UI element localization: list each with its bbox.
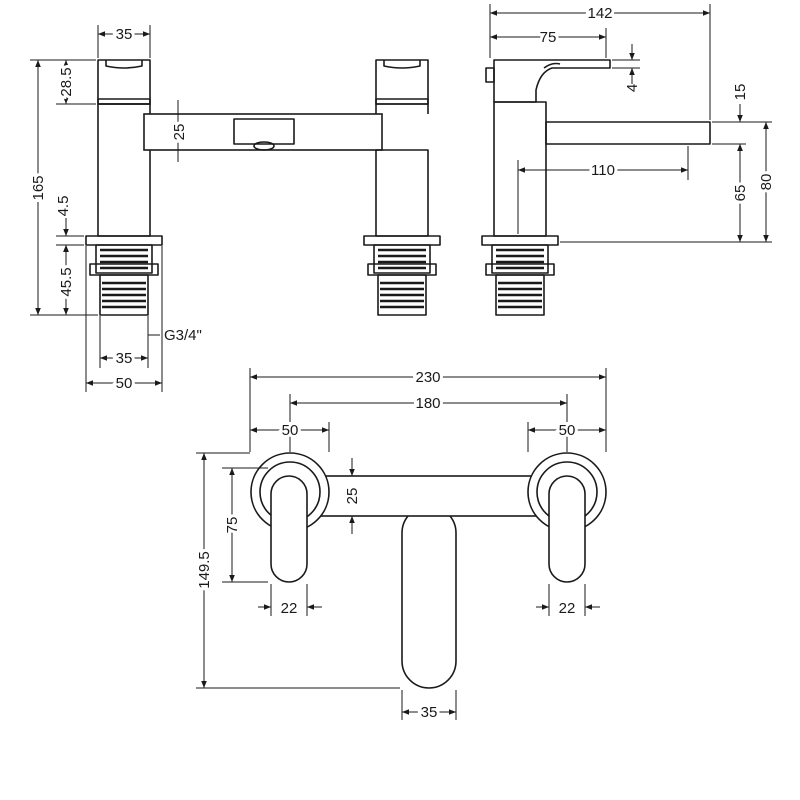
dim-plan-left-lever: 22 <box>281 600 298 617</box>
dim-front-base-width: 50 <box>116 375 133 392</box>
dim-front-total-height: 165 <box>30 175 47 200</box>
front-elevation: 35 28.5 165 25 4.5 45.5 <box>27 23 441 395</box>
plan-left-lever <box>270 475 308 583</box>
dim-front-collar: 4.5 <box>55 196 72 217</box>
dim-side-lever-depth: 75 <box>540 29 557 46</box>
side-lever-knob <box>485 67 495 83</box>
dim-plan-total-depth: 149.5 <box>196 551 213 589</box>
dim-front-body-height: 25 <box>171 124 188 141</box>
right-handle-cap <box>383 60 421 69</box>
dim-front-handle-height: 28.5 <box>58 67 75 96</box>
dim-side-lever-gap: 4 <box>624 84 641 92</box>
dim-plan-lever-reach: 75 <box>224 517 241 534</box>
plan-view: 230 180 50 50 25 75 <box>193 366 607 724</box>
plan-spout <box>401 505 457 689</box>
dim-plan-right-lever: 22 <box>559 600 576 617</box>
dim-plan-bar-depth: 25 <box>344 488 361 505</box>
dim-side-spout-thickness: 15 <box>732 84 749 101</box>
side-spout <box>545 121 711 145</box>
dim-front-shank-length: 45.5 <box>58 267 75 296</box>
right-valve-body <box>375 149 429 237</box>
spout-outlet <box>233 118 295 145</box>
spout-aerator <box>253 141 275 151</box>
side-elevation: 142 75 4 15 110 65 <box>481 2 778 316</box>
side-shank <box>485 244 555 316</box>
side-lever <box>493 59 611 103</box>
left-shank <box>85 235 163 316</box>
plan-right-lever <box>548 475 586 583</box>
right-handle-band <box>375 98 429 105</box>
front-dimensions: 35 28.5 165 25 4.5 45.5 <box>27 23 202 395</box>
plan-crossbar <box>289 475 567 517</box>
dim-front-thread: G3/4" <box>164 327 202 344</box>
dim-side-spout-clearance: 65 <box>732 185 749 202</box>
side-body <box>493 101 547 237</box>
side-dimensions: 142 75 4 15 110 65 <box>489 2 778 243</box>
dim-plan-right-rose: 50 <box>559 422 576 439</box>
dim-plan-left-rose: 50 <box>282 422 299 439</box>
dim-plan-spout-width: 35 <box>421 704 438 721</box>
dim-front-spout-width: 35 <box>116 26 133 43</box>
dim-plan-centres: 180 <box>415 395 440 412</box>
dim-side-spout-reach: 110 <box>591 162 615 179</box>
right-shank <box>363 235 441 316</box>
dim-side-spout-height: 80 <box>758 174 775 191</box>
left-valve-body <box>97 103 151 237</box>
dim-side-total-depth: 142 <box>587 5 612 22</box>
dim-front-shank-width: 35 <box>116 350 133 367</box>
plan-dimensions: 230 180 50 50 25 75 <box>193 366 607 724</box>
left-handle-cap <box>105 60 143 69</box>
dim-plan-total-width: 230 <box>415 369 440 386</box>
